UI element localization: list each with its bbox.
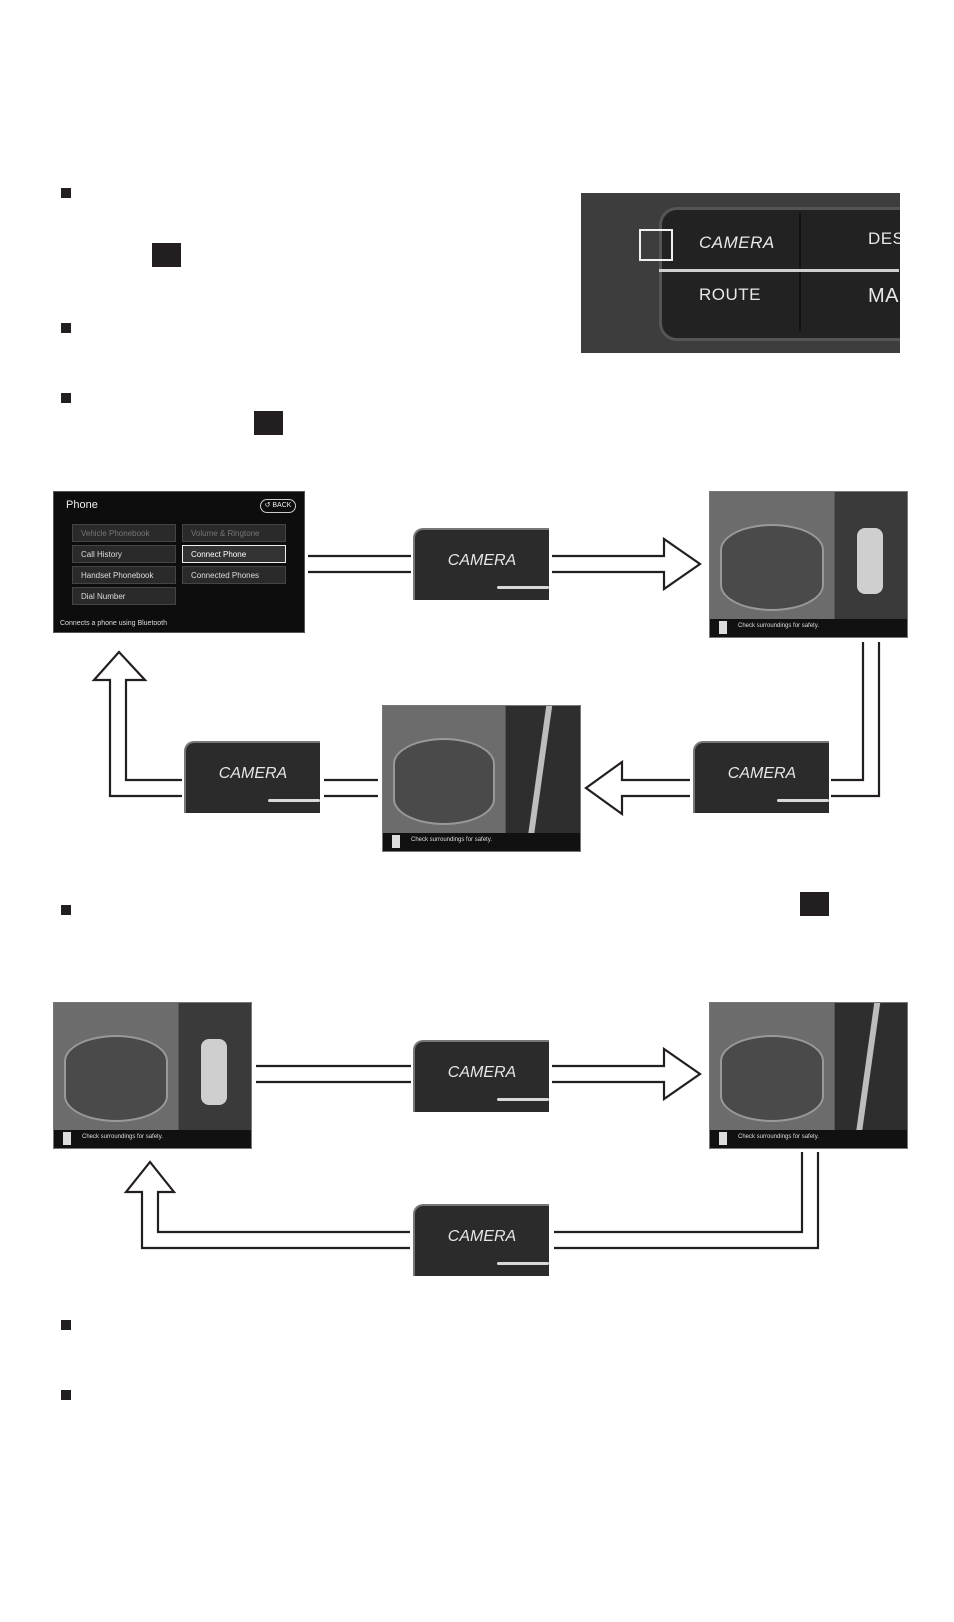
rear-view-image <box>710 492 834 637</box>
sonar-icon <box>63 1132 71 1145</box>
side-view-screen: Check surroundings for safety. <box>382 705 581 852</box>
indicator-light <box>497 586 549 589</box>
indicator-light <box>497 1262 549 1265</box>
camera-button[interactable]: CAMERA <box>184 741 320 813</box>
around-view-screen: Check surroundings for safety. <box>709 491 908 638</box>
side-view-screen: Check surroundings for safety. <box>709 1002 908 1149</box>
route-button[interactable]: ROUTE <box>699 285 761 304</box>
caption-text: Check surroundings for safety. <box>82 1134 163 1140</box>
callout-marker <box>152 243 181 267</box>
camera-button[interactable]: CAMERA <box>413 528 549 600</box>
camera-button-label: CAMERA <box>447 1228 517 1245</box>
bullet <box>61 323 71 333</box>
control-panel-photo: CAMERA DES ROUTE MA <box>581 193 900 353</box>
around-view-screen: Check surroundings for safety. <box>53 1002 252 1149</box>
birds-eye-view-image <box>835 492 907 637</box>
bullet <box>61 1390 71 1400</box>
callout-marker <box>800 892 829 916</box>
menu-item-handset-phonebook[interactable]: Handset Phonebook <box>72 566 176 584</box>
callout-frame <box>639 229 673 261</box>
menu-item-vehicle-phonebook[interactable]: Vehicle Phonebook <box>72 524 176 542</box>
rear-view-image <box>710 1003 834 1148</box>
camera-button[interactable]: CAMERA <box>413 1040 549 1112</box>
indicator-light <box>268 799 320 802</box>
camera-button[interactable]: CAMERA <box>699 233 775 252</box>
camera-button-label: CAMERA <box>727 765 797 782</box>
camera-button-label: CAMERA <box>447 1064 517 1081</box>
sonar-icon <box>392 835 400 848</box>
menu-item-dial-number[interactable]: Dial Number <box>72 587 176 605</box>
side-view-image <box>506 706 580 851</box>
caption-bar: Check surroundings for safety. <box>710 1130 907 1148</box>
dest-button[interactable]: DES <box>868 229 900 248</box>
bullet <box>61 1320 71 1330</box>
camera-button[interactable]: CAMERA <box>693 741 829 813</box>
camera-indicator-light <box>659 269 899 272</box>
side-view-image <box>835 1003 907 1148</box>
camera-button-label: CAMERA <box>218 765 288 782</box>
caption-text: Check surroundings for safety. <box>738 623 819 629</box>
phone-screen: Phone ↺ BACK Vehicle Phonebook Call Hist… <box>53 491 305 633</box>
back-label: BACK <box>272 502 292 509</box>
menu-item-connected-phones[interactable]: Connected Phones <box>182 566 286 584</box>
bullet <box>61 905 71 915</box>
back-button[interactable]: ↺ BACK <box>260 499 296 513</box>
caption-text: Check surroundings for safety. <box>738 1134 819 1140</box>
birds-eye-view-image <box>179 1003 251 1148</box>
screen-title: Phone <box>66 499 98 511</box>
sonar-icon <box>719 621 727 634</box>
indicator-light <box>497 1098 549 1101</box>
menu-item-volume-ringtone[interactable]: Volume & Ringtone <box>182 524 286 542</box>
bullet <box>61 393 71 403</box>
button-divider <box>799 213 801 331</box>
button-bezel <box>659 207 900 341</box>
menu-item-connect-phone[interactable]: Connect Phone <box>182 545 286 563</box>
caption-text: Check surroundings for safety. <box>411 837 492 843</box>
camera-button[interactable]: CAMERA <box>413 1204 549 1276</box>
rear-view-image <box>54 1003 178 1148</box>
caption-bar: Check surroundings for safety. <box>383 833 580 851</box>
rear-view-image <box>383 706 505 851</box>
sonar-icon <box>719 1132 727 1145</box>
bullet <box>61 188 71 198</box>
caption-bar: Check surroundings for safety. <box>710 619 907 637</box>
status-footer: Connects a phone using Bluetooth <box>60 620 168 627</box>
menu-item-call-history[interactable]: Call History <box>72 545 176 563</box>
camera-button-label: CAMERA <box>447 552 517 569</box>
map-button[interactable]: MA <box>868 285 899 307</box>
caption-bar: Check surroundings for safety. <box>54 1130 251 1148</box>
callout-marker <box>254 411 283 435</box>
indicator-light <box>777 799 829 802</box>
